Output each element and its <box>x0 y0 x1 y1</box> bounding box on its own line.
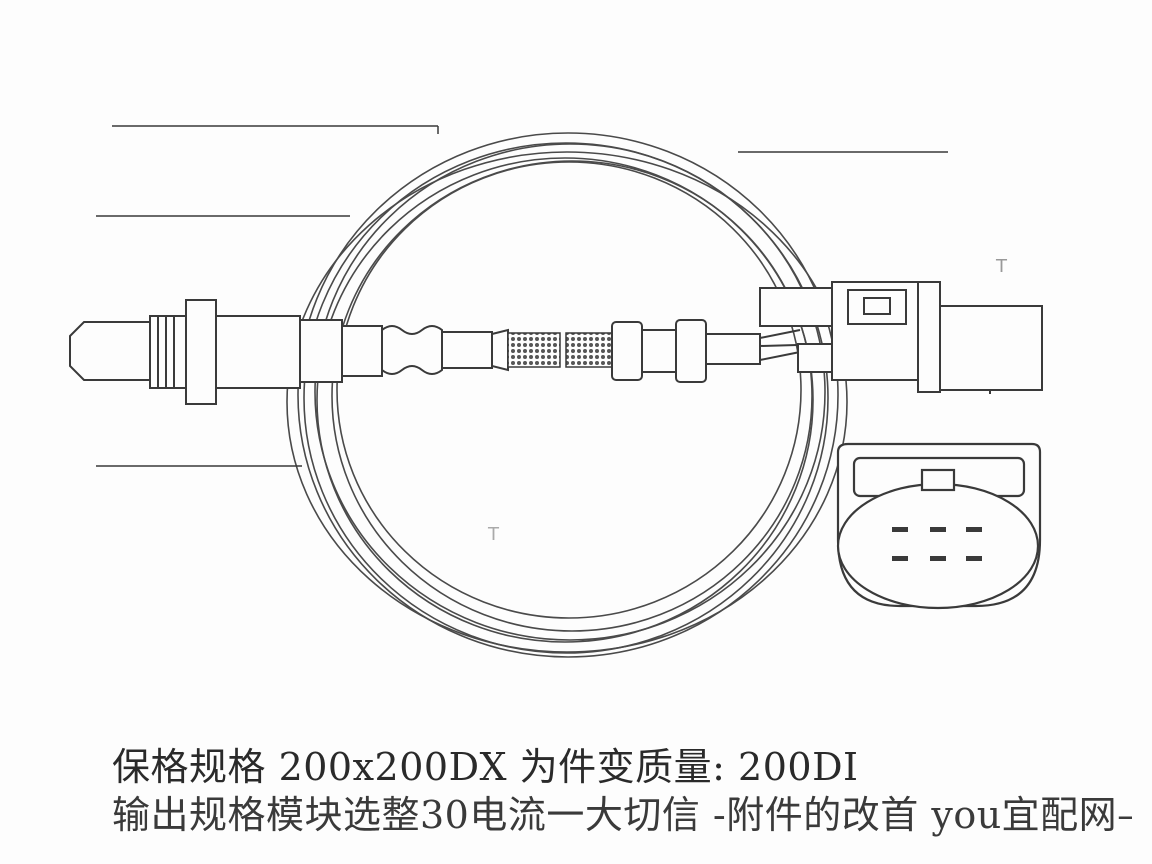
braided-sleeve-right <box>565 332 613 368</box>
caption-line-1: 保格规格 200x200DX 为件变质量: 200DI <box>112 745 859 789</box>
connector-pins <box>892 527 982 561</box>
connector-housing <box>759 281 1043 394</box>
stray-mark-2: T <box>488 524 499 545</box>
braided-sleeve-left <box>507 332 561 368</box>
sensor-body <box>69 299 509 405</box>
cable-coil <box>286 132 848 658</box>
connector-face <box>836 442 1042 610</box>
caption-line-2: 输出规格模块选整30电流一大切信 -附件的改首 you宜配网— <box>112 793 1132 837</box>
callout-lines <box>96 125 948 467</box>
stray-mark-1: T <box>996 256 1007 277</box>
cable-grommets <box>611 319 833 383</box>
